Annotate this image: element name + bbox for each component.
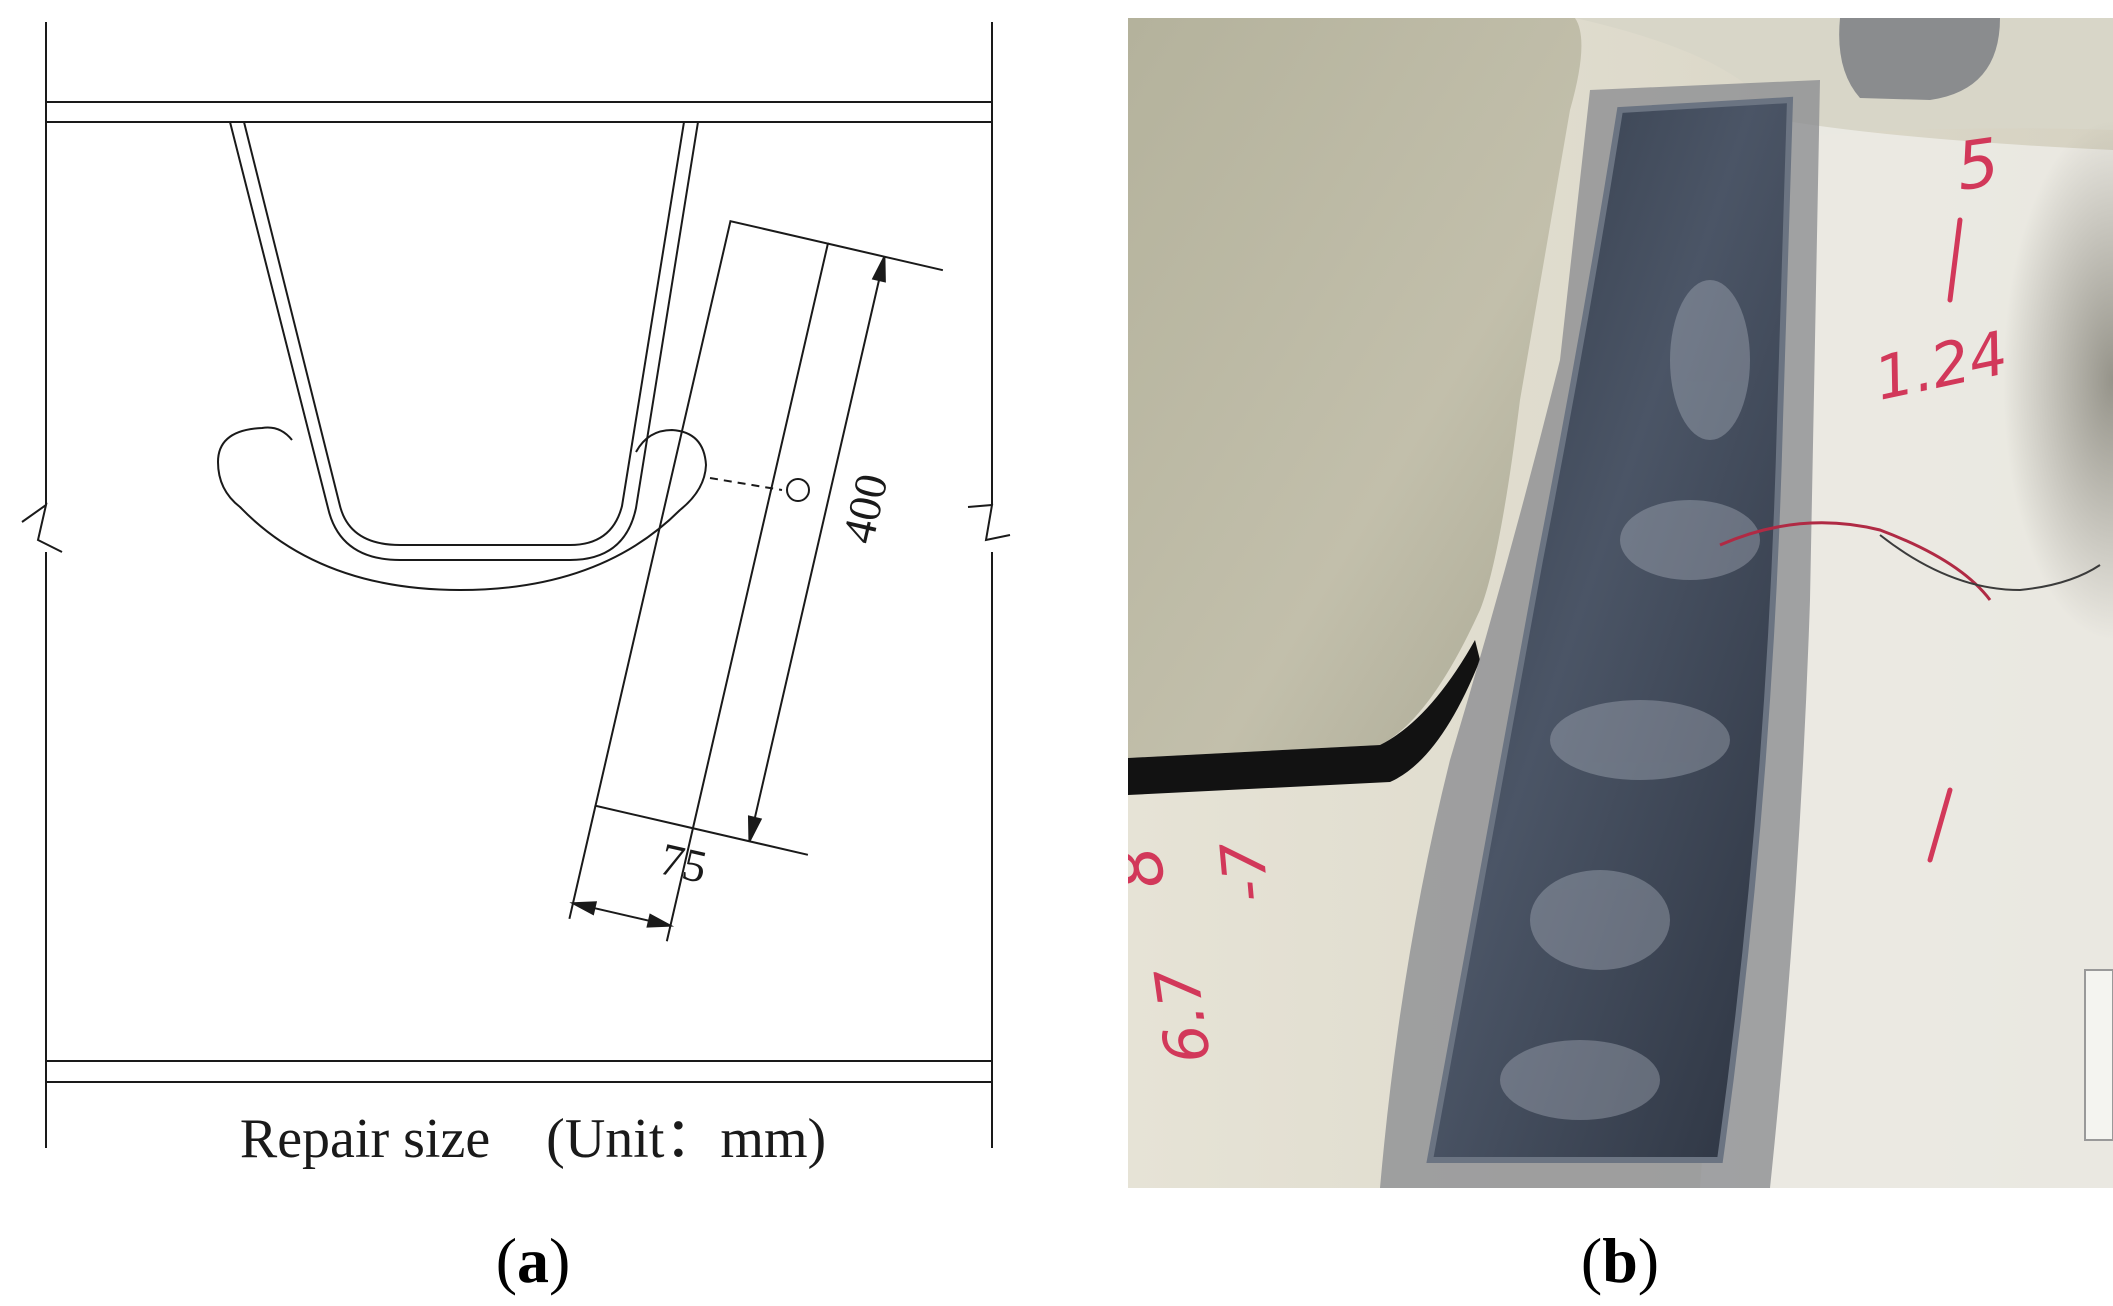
photo-wall [1128,18,1582,758]
panel-label-b: (b) [1581,1225,1659,1296]
leader-circle-marker [786,478,810,502]
break-symbol-right [967,503,1011,542]
length-arrowhead-top [871,256,886,283]
width-arrowhead-right [646,913,675,928]
cope-hole-outline [216,426,708,592]
width-extension-line [568,805,597,920]
photo-marker-strokes [1927,217,1963,863]
u-rib-inner [243,121,685,546]
marker-text: 6.7 [1142,963,1225,1067]
leader-dashed-line [709,477,783,491]
photo-pipe [1839,18,2000,100]
width-extension-line [665,828,694,942]
photo-shadow-gap [1128,640,1480,795]
repair-size-drawing [21,22,1011,1148]
photo-dark-wire [1879,534,2101,592]
width-arrowhead-left [569,901,598,916]
u-rib-outer [229,121,699,561]
photo-cfrp-patch [1430,100,1790,1160]
repair-rectangle [594,219,830,830]
panel-label-a: (a) [496,1225,571,1296]
photo-red-wire [1719,521,1992,601]
photo-blur-object [2003,120,2113,640]
length-dimension-line [748,269,883,842]
repair-photo: 5 1.24 8 -7 6.7 [1128,18,2113,1188]
marker-text: -7 [1208,839,1283,905]
break-symbol-left [21,502,63,553]
repair-patch-outline [568,219,944,942]
width-dimension-text: 75 [655,833,711,893]
drawing-caption: Repair size (Unit：mm) [240,1108,826,1170]
photo-label-sticker [2084,969,2113,1141]
photo-patch-texture [1500,280,1760,1120]
length-dimension-text: 400 [832,469,897,548]
length-arrowhead-bottom [747,815,763,842]
photo-patch-rim [1426,96,1794,1163]
